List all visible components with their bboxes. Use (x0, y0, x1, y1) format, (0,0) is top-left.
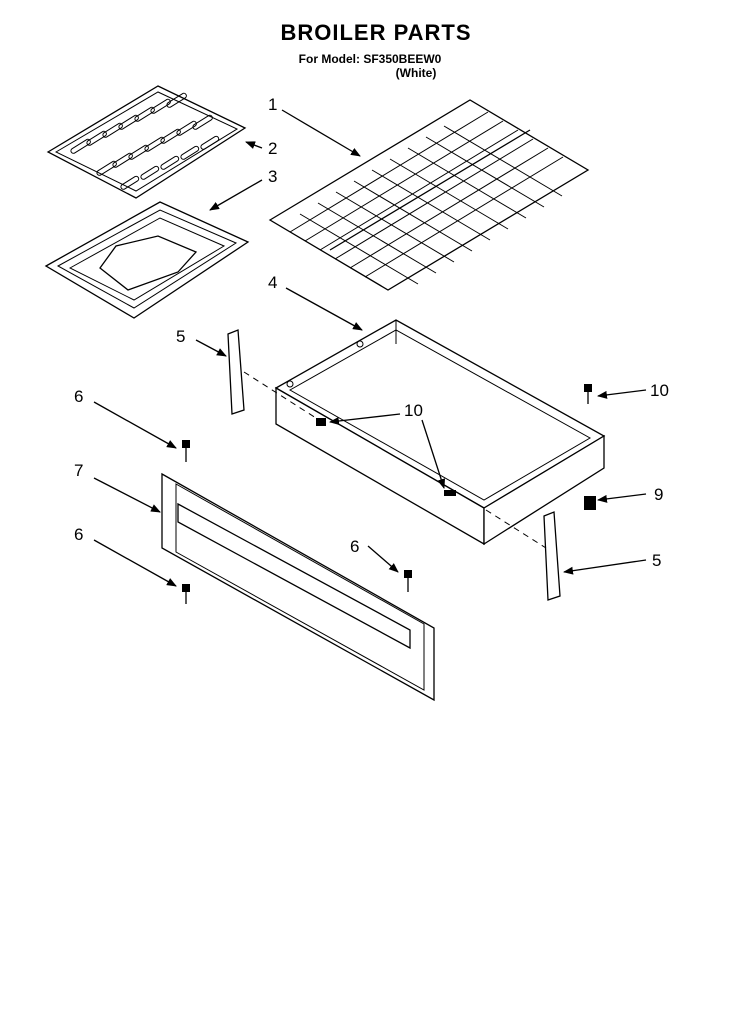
oven-rack-part (268, 99, 590, 291)
callout-6-top: 6 (74, 387, 83, 406)
callout-5-right: 5 (652, 551, 661, 570)
callout-6-center: 6 (350, 537, 359, 556)
drawer-slide-part (227, 329, 561, 601)
callout-10-center: 10 (404, 401, 423, 420)
screw-parts (182, 384, 596, 604)
color-line: (White) (395, 66, 437, 80)
callout-3: 3 (268, 167, 277, 186)
drawer-front-part (161, 472, 435, 702)
callout-7: 7 (74, 461, 83, 480)
callout-1: 1 (268, 95, 277, 114)
callout-6-bottom: 6 (74, 525, 83, 544)
model-line: For Model: SF350BEEW0 (298, 52, 442, 66)
callout-9: 9 (654, 485, 663, 504)
leader-lines (93, 109, 647, 587)
callout-10-right: 10 (650, 381, 669, 400)
broiler-drawer-part (274, 319, 606, 546)
broiler-grid-part (46, 85, 247, 199)
callout-2: 2 (268, 139, 277, 158)
page-title: BROILER PARTS (280, 20, 472, 45)
callout-4: 4 (268, 273, 277, 292)
broiler-pan-part (44, 201, 250, 319)
callout-5-left: 5 (176, 327, 185, 346)
